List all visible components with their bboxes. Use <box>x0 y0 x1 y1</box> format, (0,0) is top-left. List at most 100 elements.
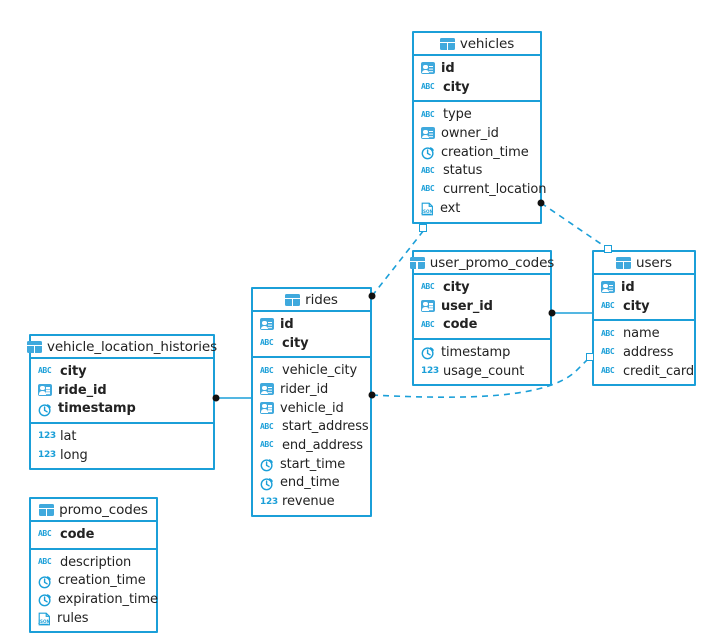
table-title: vehicle_location_histories <box>46 338 218 355</box>
column-name: timestamp <box>58 401 136 417</box>
abc-icon: ABC <box>601 366 615 376</box>
column-row-timestamp[interactable]: timestamp <box>414 343 550 362</box>
relationship-line-vehicles-users[interactable] <box>540 202 608 249</box>
clock-icon <box>38 402 52 417</box>
column-row-revenue[interactable]: 123 revenue <box>253 492 370 511</box>
id-card-icon <box>421 62 435 75</box>
column-row-vehicle_id[interactable]: vehicle_id <box>253 399 370 418</box>
column-row-expiration_time[interactable]: expiration_time <box>31 590 158 609</box>
table-header-user_promo_codes[interactable]: user_promo_codes <box>409 252 554 275</box>
primary-key-row-user_id[interactable]: user_id <box>414 297 550 316</box>
column-name: id <box>441 60 455 76</box>
column-name: rules <box>57 610 89 626</box>
clock-icon <box>421 145 435 160</box>
relationship-target-square-marker-rides-vehicles[interactable] <box>419 224 427 232</box>
table-header-users[interactable]: users <box>594 252 694 275</box>
column-name: ride_id <box>58 382 107 398</box>
table-header-rides[interactable]: rides <box>253 289 370 312</box>
column-name: type <box>443 107 472 123</box>
relationship-source-dot-marker-vehicles-users[interactable] <box>537 199 545 207</box>
table-title: vehicles <box>459 35 515 52</box>
relationship-source-dot-marker-vehicle_location_histories-rides[interactable] <box>212 394 220 402</box>
column-name: ext <box>440 200 461 216</box>
id-card-icon <box>38 384 52 397</box>
column-row-creation_time[interactable]: creation_time <box>31 571 156 590</box>
table-grid-icon <box>39 503 55 516</box>
primary-key-row-id[interactable]: id <box>253 315 370 334</box>
column-name: id <box>621 279 635 295</box>
column-name: creation_time <box>441 144 529 160</box>
primary-key-row-timestamp[interactable]: timestamp <box>31 399 213 418</box>
table-title: user_promo_codes <box>429 254 555 271</box>
relationship-source-dot-marker-user_promo_codes-users[interactable] <box>548 309 556 317</box>
column-name: city <box>623 298 650 314</box>
relationship-source-dot-marker-rides-users[interactable] <box>368 391 376 399</box>
column-name: id <box>280 316 294 332</box>
table-header-promo_codes[interactable]: promo_codes <box>31 499 156 522</box>
abc-icon: ABC <box>601 328 615 338</box>
table-header-vehicles[interactable]: vehicles <box>414 33 540 56</box>
column-row-creation_time[interactable]: creation_time <box>414 143 540 162</box>
column-name: long <box>60 447 88 463</box>
primary-key-row-ride_id[interactable]: ride_id <box>31 381 213 400</box>
clock-icon <box>260 457 274 472</box>
primary-key-row-id[interactable]: id <box>414 59 540 78</box>
table-header-vehicle_location_histories[interactable]: vehicle_location_histories <box>26 336 217 359</box>
column-row-start_time[interactable]: start_time <box>253 455 370 474</box>
123-icon: 123 <box>38 450 56 461</box>
table-title: users <box>636 254 672 271</box>
abc-icon: ABC <box>421 184 435 194</box>
abc-icon: ABC <box>421 282 435 292</box>
relationship-target-square-marker-rides-users[interactable] <box>586 353 594 361</box>
column-name: city <box>60 363 87 379</box>
primary-key-row-city[interactable]: ABC city <box>594 297 694 316</box>
123-icon: 123 <box>260 496 278 507</box>
relationship-target-square-marker-vehicles-users[interactable] <box>604 245 612 253</box>
abc-icon: ABC <box>601 301 615 311</box>
abc-icon: ABC <box>260 440 274 450</box>
json-doc-icon: JSON <box>421 201 434 216</box>
column-row-end_time[interactable]: end_time <box>253 474 370 493</box>
primary-key-row-city[interactable]: ABC city <box>31 362 213 381</box>
column-name: end_address <box>282 437 363 453</box>
column-row-rider_id[interactable]: rider_id <box>253 380 370 399</box>
column-row-owner_id[interactable]: owner_id <box>414 124 540 143</box>
column-name: status <box>443 163 483 179</box>
table-title: rides <box>305 291 338 308</box>
column-row-long[interactable]: 123 long <box>31 446 213 465</box>
abc-icon: ABC <box>38 366 52 376</box>
column-name: revenue <box>282 494 335 510</box>
column-row-ext[interactable]: JSON ext <box>414 199 540 218</box>
primary-key-row-id[interactable]: id <box>594 278 694 297</box>
column-row-end_address[interactable]: ABC end_address <box>253 436 370 455</box>
relationship-source-dot-marker-rides-vehicles[interactable] <box>368 292 376 300</box>
